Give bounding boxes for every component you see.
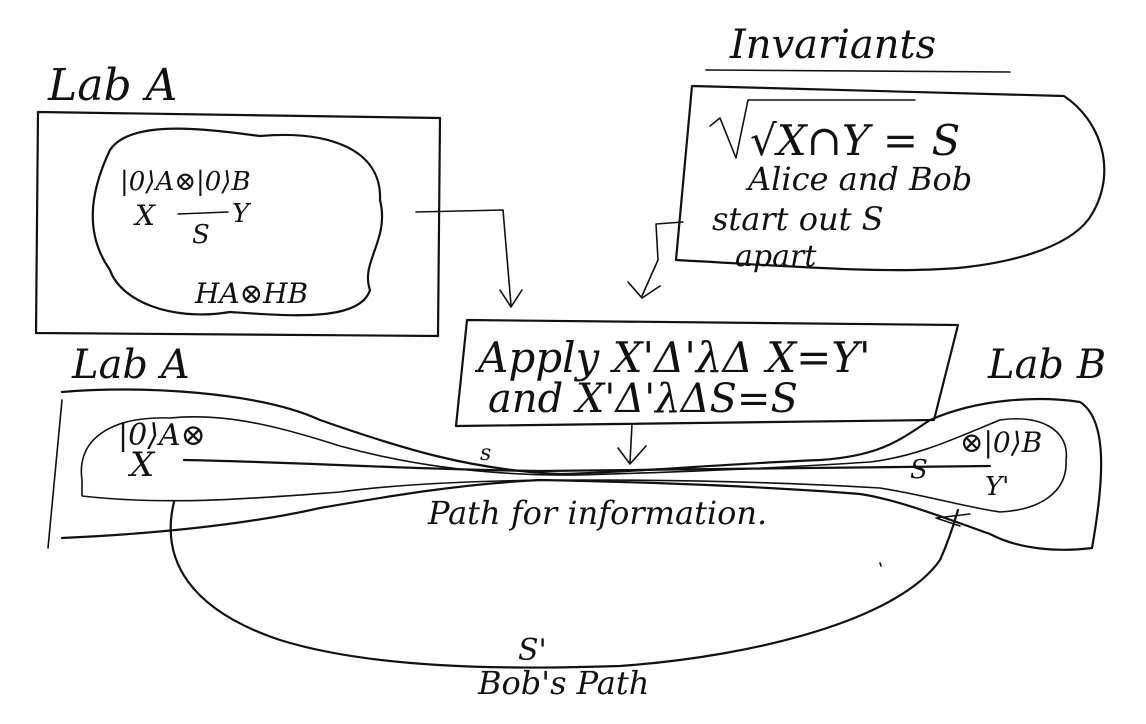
lab-a-top-s: S <box>192 220 210 250</box>
invariants-sqrt-sign <box>709 99 916 159</box>
lab-a-top-hilbert: HA⊗HB <box>194 277 308 310</box>
lab-b-s: S <box>910 455 928 485</box>
invariants-underline <box>705 69 1011 73</box>
lab-a-arrow-line <box>415 209 512 306</box>
lab-a-arrow-head <box>499 289 523 308</box>
bob-path-curve <box>169 500 960 669</box>
invariants-line1: Alice and Bob <box>745 160 972 198</box>
lab-a-top-box <box>34 110 442 338</box>
invariants-arrow-line <box>641 221 684 297</box>
lab-a-bottom-x: X <box>127 445 156 485</box>
invariants-line3: apart <box>735 239 817 274</box>
path-s-mid: s <box>480 441 491 466</box>
invariants-line2: start out S <box>712 200 884 238</box>
path-info-label: Path for information. <box>427 494 767 532</box>
invariants-title: Invariants <box>729 22 936 68</box>
apply-down-arrow-head <box>617 445 647 465</box>
lab-a-top-blob <box>91 127 384 317</box>
lab-b-title: Lab B <box>987 342 1106 388</box>
invariants-box <box>674 84 1106 272</box>
apply-box <box>454 318 960 428</box>
lab-a-top-x: X <box>133 199 156 232</box>
lab-a-bottom-title: Lab A <box>71 342 190 388</box>
lab-b-state: ⊗|0⟩B <box>960 426 1042 459</box>
bob-path-s-prime: S' <box>518 633 547 668</box>
info-arrow-head <box>935 513 971 527</box>
invariants-formula: √X∩Y = S <box>750 116 960 165</box>
apply-line2: and X'Δ'λΔS=S <box>488 376 798 422</box>
apply-down-arrow-line <box>629 423 633 463</box>
lab-b-y: Y' <box>985 472 1009 502</box>
information-path-line <box>182 458 992 473</box>
apply-line1: Apply X'Δ'λΔ X=Y' <box>474 333 871 382</box>
bob-path-label: Bob's Path <box>477 664 649 702</box>
lab-a-top-connector <box>177 211 229 215</box>
lab-a-top-state: |0⟩A⊗|0⟩B <box>120 167 251 197</box>
lab-a-bottom-outer-shape <box>60 388 1103 551</box>
lab-a-bottom-state: |0⟩A⊗ <box>118 418 206 453</box>
lab-a-bottom-left-edge <box>47 399 63 549</box>
invariants-arrow-head <box>627 281 661 299</box>
stray-mark <box>879 562 882 567</box>
lab-a-top-title: Lab A <box>47 60 177 111</box>
path-tunnel <box>80 416 1068 513</box>
lab-a-top-y: Y <box>232 199 252 229</box>
